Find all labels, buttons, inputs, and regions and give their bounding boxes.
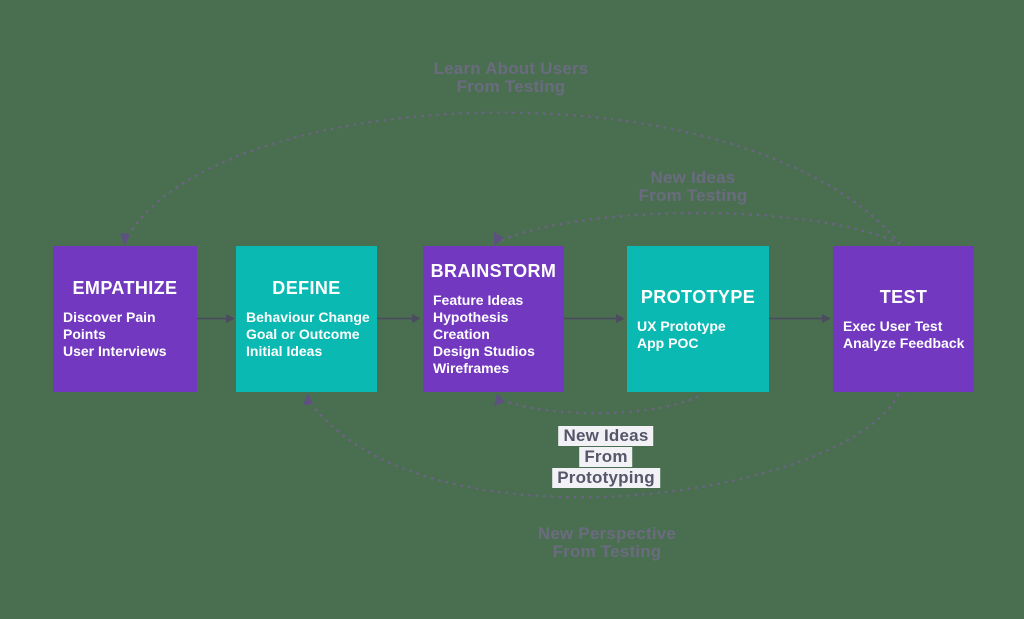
stage-title: TEST	[879, 286, 928, 307]
arrowhead-into-brainstorm-top	[494, 232, 504, 246]
stage-detail: UX Prototype	[637, 317, 726, 334]
loop-label-line: New Ideas	[552, 426, 660, 447]
loop-label-line: From Testing	[456, 77, 566, 96]
arrowhead-test	[822, 314, 831, 323]
stage-empathize: EMPATHIZE Discover Pain Points User Inte…	[53, 246, 197, 392]
stage-detail: Design Studios	[433, 343, 535, 359]
arc-test-to-brainstorm	[500, 211, 901, 245]
stage-detail: Points	[63, 326, 106, 342]
stage-details: Exec User Test Analyze Feedback	[833, 318, 974, 352]
arrowhead-define	[226, 314, 235, 323]
loop-label-line: New Ideas	[650, 168, 736, 187]
loop-label-line: New Perspective	[537, 524, 677, 543]
stage-title: DEFINE	[272, 278, 341, 298]
stage-title: BRAINSTORM	[430, 261, 557, 281]
loop-label-line: From Testing	[638, 186, 748, 205]
arc-test-to-define	[308, 393, 900, 499]
stage-details: Discover Pain Points User Interviews	[53, 309, 197, 360]
loop-label-new-ideas-from-testing: New Ideas From Testing	[639, 169, 748, 205]
stage-define: DEFINE Behaviour Change Goal or Outcome …	[236, 246, 377, 392]
stage-test: TEST Exec User Test Analyze Feedback	[833, 246, 974, 392]
stage-detail: Feature Ideas	[433, 292, 524, 308]
stage-details: Behaviour Change Goal or Outcome Initial…	[236, 309, 377, 360]
arrowhead-into-define	[303, 393, 313, 405]
stage-details: Feature Ideas Hypothesis Creation Design…	[423, 292, 564, 377]
loop-label-new-ideas-from-prototyping: New Ideas From Prototyping	[552, 426, 660, 489]
loop-label-line: Learn About Users	[433, 59, 589, 78]
stage-detail: Discover Pain	[63, 309, 156, 325]
stage-detail: Exec User Test	[843, 317, 943, 334]
stage-detail: App POC	[637, 334, 699, 351]
stage-brainstorm: BRAINSTORM Feature Ideas Hypothesis Crea…	[423, 246, 564, 392]
arrowhead-brainstorm	[412, 314, 421, 323]
stage-detail: Initial Ideas	[246, 343, 323, 359]
stage-details: UX Prototype App POC	[627, 318, 769, 352]
loop-label-learn-about-users-from-testing: Learn About Users From Testing	[434, 60, 589, 96]
stage-title: EMPATHIZE	[72, 278, 178, 298]
arrowhead-prototype	[616, 314, 625, 323]
loop-label-line: From Testing	[552, 542, 662, 561]
loop-label-line: Prototyping	[552, 468, 660, 489]
stage-detail: Goal or Outcome	[246, 326, 360, 342]
arrowhead-into-brainstorm-bottom	[494, 393, 505, 406]
loop-label-line: From	[552, 447, 660, 468]
arc-prototype-to-brainstorm	[501, 395, 699, 415]
loop-label-new-perspective-from-testing: New Perspective From Testing	[538, 525, 676, 561]
arc-test-to-empathize	[125, 111, 901, 245]
arrowhead-into-empathize	[120, 233, 130, 246]
stage-detail: Wireframes	[433, 360, 510, 376]
stage-detail: Hypothesis	[433, 309, 509, 325]
stage-title: PROTOTYPE	[640, 286, 756, 307]
stage-detail: Analyze Feedback	[843, 334, 965, 351]
stage-prototype: PROTOTYPE UX Prototype App POC	[627, 246, 769, 392]
stage-detail: Behaviour Change	[246, 309, 370, 325]
stage-detail: Creation	[433, 326, 490, 342]
stage-detail: User Interviews	[63, 343, 167, 359]
